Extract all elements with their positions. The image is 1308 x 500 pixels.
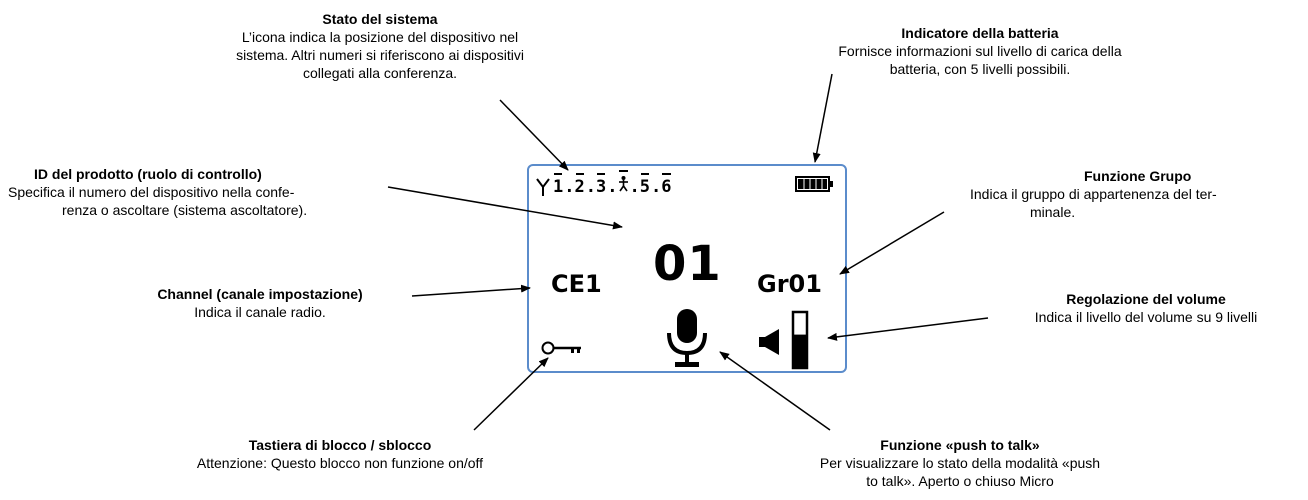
microphone-icon [667, 309, 707, 367]
callout-line: Indica il livello del volume su 9 livell… [1034, 309, 1258, 325]
callout-product-id: ID del prodotto (ruolo di controllo) Spe… [8, 165, 388, 219]
status-number: 2 [575, 173, 585, 197]
callout-line: minale. [1030, 204, 1076, 220]
callout-line: to talk». Aperto o chiuso Micro [866, 473, 1054, 489]
callout-title: Tastiera di blocco / sblocco [248, 437, 432, 453]
callout-ptt: Funzione «push to talk» Per visualizzare… [770, 436, 1150, 490]
callout-system-status: Stato del sistema L’icona indica la posi… [180, 10, 580, 82]
system-status-bar: 1. 2. 3. . 5. 6 [535, 170, 673, 197]
status-number: 5 [640, 173, 650, 197]
battery-icon [795, 176, 833, 192]
status-number: 6 [661, 173, 672, 197]
device-display: 1. 2. 3. . 5. 6 01 CE1 Gr01 [527, 164, 847, 373]
antenna-icon [536, 178, 550, 196]
callout-line: renza o ascoltare (sistema ascoltatore). [62, 202, 308, 218]
callout-title: Stato del sistema [322, 11, 438, 27]
callout-line: Indica il canale radio. [194, 304, 326, 320]
callout-line: sistema. Altri numeri si riferiscono ai … [236, 47, 524, 63]
arrow-group [839, 211, 945, 275]
callout-title: ID del prodotto (ruolo di controllo) [34, 166, 262, 182]
callout-channel: Channel (canale impostazione) Indica il … [110, 285, 410, 321]
callout-line: Specifica il numero del dispositivo nell… [8, 184, 295, 200]
callout-group: Funzione Grupo Indica il gruppo di appar… [970, 167, 1300, 221]
callout-title: Funzione Grupo [1084, 168, 1192, 184]
volume-bar-icon [791, 310, 809, 370]
arrow-keylock [473, 357, 549, 431]
speaker-icon [759, 329, 779, 355]
callout-line: L’icona indica la posizione del disposit… [241, 29, 519, 45]
status-number-self [618, 170, 629, 197]
callout-title: Funzione «push to talk» [880, 437, 1040, 453]
group-label: Gr01 [757, 270, 822, 298]
callout-battery: Indicatore della batteria Fornisce infor… [780, 24, 1180, 78]
arrow-system-status [499, 99, 569, 171]
status-number: 1 [553, 173, 563, 197]
callout-line: Fornisce informazioni sul livello di car… [838, 43, 1122, 59]
callout-line: Indica il gruppo di appartenenza del ter… [970, 186, 1217, 202]
callout-line: Attenzione: Questo blocco non funzione o… [196, 455, 484, 471]
callout-title: Regolazione del volume [1066, 291, 1226, 307]
callout-volume: Regolazione del volume Indica il livello… [990, 290, 1302, 326]
channel-label: CE1 [551, 270, 602, 298]
callout-line: collegati alla conferenza. [302, 65, 458, 81]
arrow-battery [812, 73, 833, 163]
callout-title: Indicatore della batteria [901, 25, 1059, 41]
arrow-channel [411, 284, 531, 297]
callout-title: Channel (canale impostazione) [157, 286, 363, 302]
key-icon [541, 341, 581, 355]
person-icon [618, 176, 628, 192]
callout-keylock: Tastiera di blocco / sblocco Attenzione:… [150, 436, 530, 472]
status-number: 3 [596, 173, 606, 197]
arrow-ptt [719, 351, 831, 431]
arrow-product-id [387, 186, 623, 230]
product-id: 01 [653, 236, 722, 292]
callout-line: Per visualizzare lo stato della modalità… [819, 455, 1101, 471]
callout-line: batteria, con 5 livelli possibili. [889, 61, 1071, 77]
arrow-volume [827, 317, 989, 341]
